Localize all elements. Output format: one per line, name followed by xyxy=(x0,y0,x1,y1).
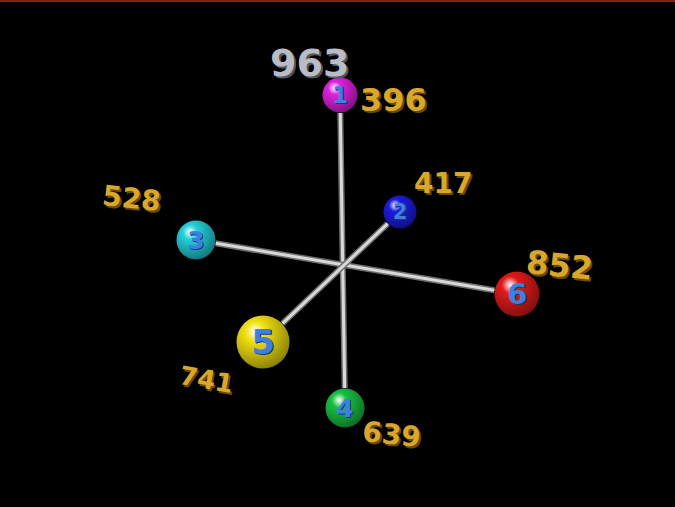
sphere-number: 1 xyxy=(322,77,358,113)
axis-shadow xyxy=(216,243,495,290)
sphere-node: 4639 xyxy=(325,388,365,428)
value-label: 528 xyxy=(101,182,162,216)
sphere-node: 2417 xyxy=(383,195,417,229)
axis-line xyxy=(340,113,344,388)
sphere-number: 2 xyxy=(383,195,417,229)
value-label: 963 xyxy=(270,44,349,82)
sphere-node: 3528 xyxy=(176,220,216,260)
value-label: 852 xyxy=(525,246,595,285)
axis-line xyxy=(216,243,495,290)
sphere-number: 5 xyxy=(236,315,290,369)
axis-shadow xyxy=(283,224,388,324)
sphere-node: 1396 xyxy=(322,77,358,113)
axis-shadow xyxy=(340,113,344,388)
value-label: 396 xyxy=(360,84,427,116)
top-rule xyxy=(0,0,675,2)
value-label: 741 xyxy=(177,362,235,397)
sphere-number: 4 xyxy=(325,388,365,428)
value-label: 417 xyxy=(414,170,472,198)
sphere-node: 6852 xyxy=(494,271,540,317)
value-label: 639 xyxy=(361,418,422,452)
axis-line xyxy=(283,224,388,324)
sphere-node: 5741 xyxy=(236,315,290,369)
sphere-number: 3 xyxy=(176,220,216,260)
